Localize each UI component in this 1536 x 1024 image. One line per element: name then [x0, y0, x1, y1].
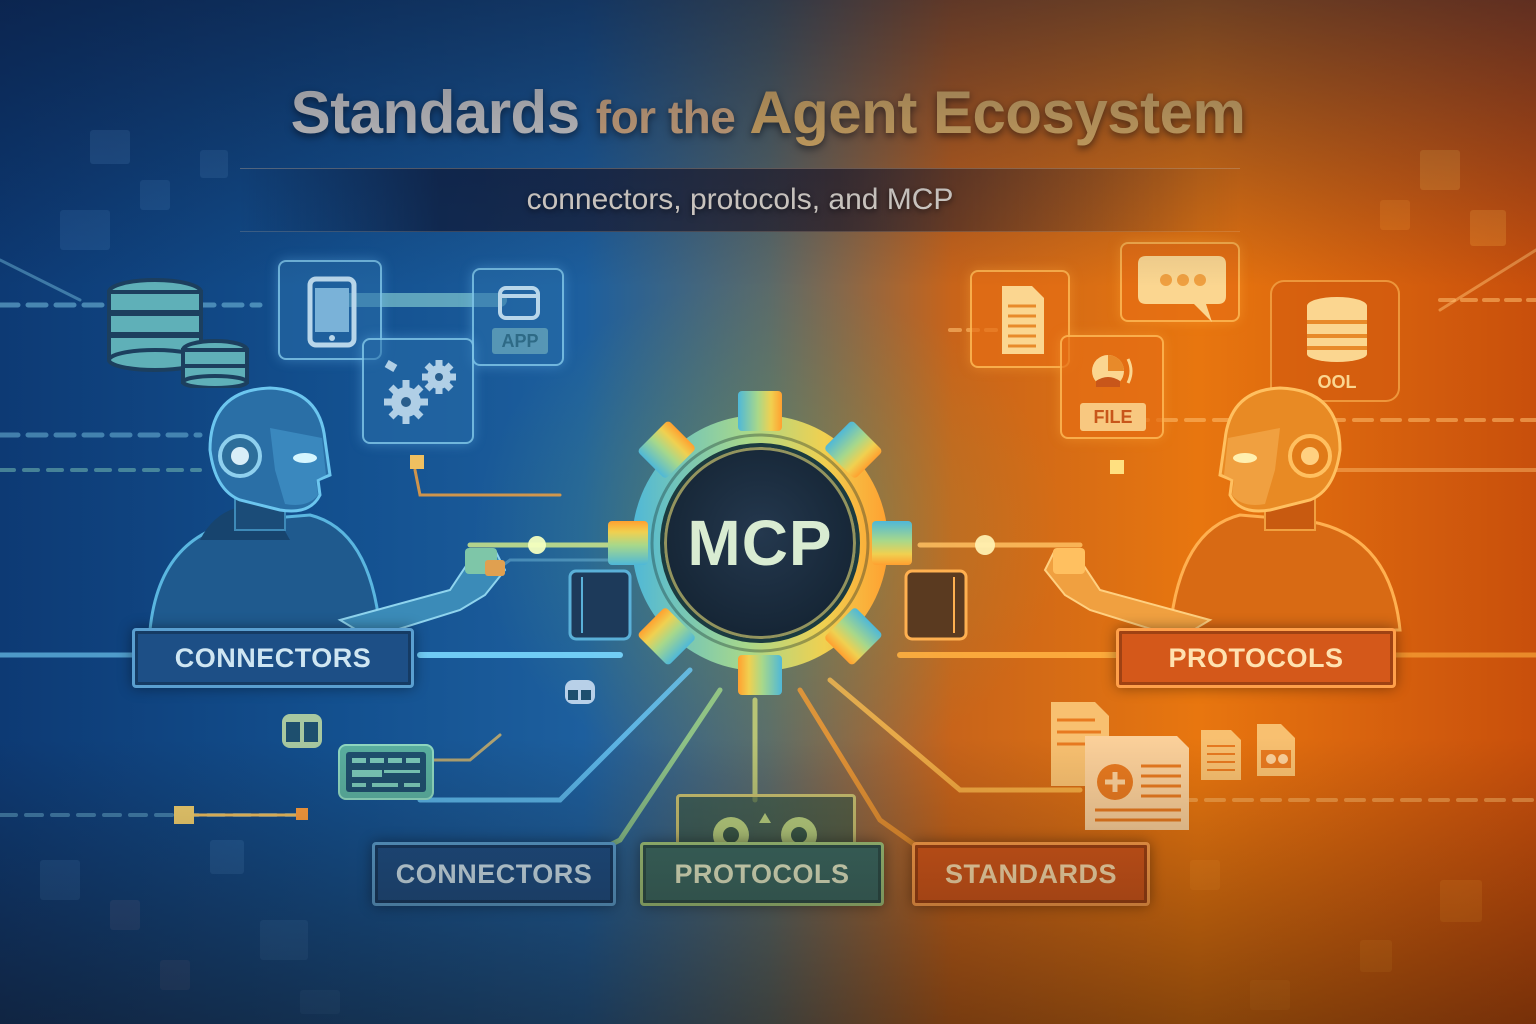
title-part-standards: Standards [290, 79, 580, 146]
app-tile: APP [472, 268, 564, 366]
chat-bubble-icon [1138, 256, 1226, 322]
blue-robot-agent [148, 386, 507, 640]
protocols-side-label: PROTOCOLS [1116, 628, 1396, 688]
chat-bubble-tile [1120, 242, 1240, 322]
mcp-label: MCP [687, 507, 833, 579]
bottom-connectors-text: CONNECTORS [395, 858, 593, 889]
document-icon [1002, 286, 1044, 354]
mcp-hub: MCP [605, 388, 915, 698]
window-icon [286, 722, 318, 742]
database-icon [107, 278, 249, 388]
bottom-protocols-label: PROTOCOLS [640, 842, 884, 906]
mcp-core: MCP [660, 443, 860, 643]
subtitle-band: connectors, protocols, and MCP [240, 168, 1240, 232]
grid-icon [568, 690, 591, 700]
connectors-side-text: CONNECTORS [174, 642, 372, 673]
tool-database-icon [1307, 297, 1367, 362]
subtitle: connectors, protocols, and MCP [526, 183, 954, 216]
chat-form-icon [346, 752, 426, 792]
twin-gears-icon [713, 813, 817, 853]
orange-robot-agent [1043, 386, 1402, 640]
bottom-standards-text: STANDARDS [945, 858, 1117, 889]
page-title: Standards for the Agent Ecosystem [0, 78, 1536, 147]
small-grid-tile [565, 680, 595, 704]
documents-stack-icon [1051, 702, 1295, 830]
chat-form-tile [338, 744, 434, 800]
connectors-side-label: CONNECTORS [132, 628, 414, 688]
document-tile [970, 270, 1070, 368]
title-area: Standards for the Agent Ecosystem [0, 78, 1536, 147]
title-part-for-the: for the [595, 91, 736, 143]
small-window-tile [282, 714, 322, 748]
bottom-connectors-label: CONNECTORS [372, 842, 616, 906]
bottom-standards-label: STANDARDS [912, 842, 1150, 906]
protocols-side-text: PROTOCOLS [1168, 642, 1344, 673]
title-part-agent-ecosystem: Agent Ecosystem [749, 79, 1246, 146]
app-window-icon [498, 286, 540, 320]
bottom-protocols-text: PROTOCOLS [674, 858, 850, 889]
app-tag: APP [492, 328, 548, 354]
